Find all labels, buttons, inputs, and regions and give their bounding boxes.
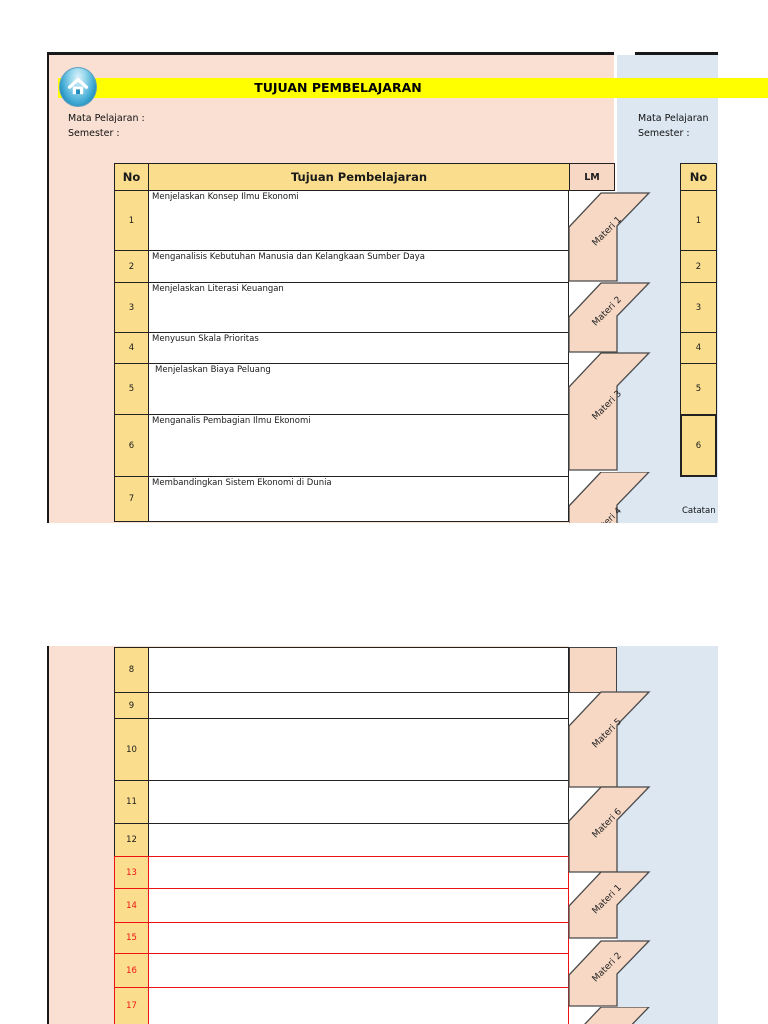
no-cell-red[interactable]: 13	[114, 856, 149, 889]
tujuan-cell[interactable]: Menjelaskan Konsep Ilmu Ekonomi	[148, 190, 569, 251]
tujuan-cell[interactable]: Menyusun Skala Prioritas	[148, 332, 569, 364]
no-cell[interactable]: 12	[114, 823, 149, 857]
title-banner: TUJUAN PEMBELAJARAN	[58, 78, 768, 98]
no-cell[interactable]: 7	[114, 476, 149, 522]
no-cell-right[interactable]: 3	[680, 282, 717, 333]
tujuan-cell-empty-red[interactable]	[148, 856, 569, 889]
materi-ribbon-shape	[568, 871, 651, 939]
no-cell[interactable]: 5	[114, 363, 149, 415]
no-cell[interactable]: 2	[114, 250, 149, 283]
no-cell[interactable]: 6	[114, 414, 149, 477]
home-icon-glyph	[67, 77, 89, 95]
no-cell-right[interactable]: 5	[680, 363, 717, 415]
header-no[interactable]: No	[114, 163, 149, 191]
materi-ribbon-1[interactable]: Materi 1	[568, 192, 651, 282]
semester-label-left: Semester :	[68, 128, 120, 139]
right-page-border-top	[635, 52, 718, 55]
right-page-background-bottom	[617, 646, 718, 1024]
semester-label-right: Semester :	[638, 128, 690, 139]
header-no-right[interactable]: No	[680, 163, 717, 191]
bottom-page-border-left	[47, 646, 49, 1024]
tujuan-cell-empty[interactable]	[148, 647, 569, 693]
no-cell-right[interactable]: 6	[680, 414, 717, 477]
tujuan-cell[interactable]: Menjelaskan Literasi Keuangan	[148, 282, 569, 333]
mata-pelajaran-label-left: Mata Pelajaran :	[68, 113, 145, 124]
page-title: TUJUAN PEMBELAJARAN	[254, 80, 422, 95]
materi-ribbon-4[interactable]: Materi 4	[569, 472, 650, 523]
materi-ribbon-2b[interactable]: Materi 2	[568, 940, 651, 1007]
materi-ribbon-3[interactable]: Materi 3	[568, 352, 651, 471]
catatan-label: Catatan	[682, 506, 716, 516]
materi-ribbon-5[interactable]: Materi 5	[568, 691, 651, 788]
materi-ribbon-6[interactable]: Materi 6	[568, 786, 651, 873]
tujuan-cell[interactable]: Membandingkan Sistem Ekonomi di Dunia	[148, 476, 569, 522]
tujuan-cell-empty-red[interactable]	[148, 888, 569, 923]
tujuan-cell[interactable]: Menganalis Pembagian Ilmu Ekonomi	[148, 414, 569, 477]
tujuan-cell-empty-red[interactable]	[148, 987, 569, 1024]
materi-ribbon-shape	[569, 472, 650, 523]
no-cell-red[interactable]: 14	[114, 888, 149, 923]
no-cell[interactable]: 3	[114, 282, 149, 333]
tujuan-cell-empty[interactable]	[148, 780, 569, 824]
tujuan-cell-empty-red[interactable]	[148, 922, 569, 954]
no-cell[interactable]: 4	[114, 332, 149, 364]
mata-pelajaran-label-right: Mata Pelajaran	[638, 113, 709, 124]
tujuan-cell-empty[interactable]	[148, 718, 569, 781]
no-cell[interactable]: 9	[114, 692, 149, 719]
no-cell-right[interactable]: 1	[680, 190, 717, 251]
no-cell[interactable]: 1	[114, 190, 149, 251]
header-tujuan-pembelajaran[interactable]: Tujuan Pembelajaran	[148, 163, 570, 191]
tujuan-cell-empty-red[interactable]	[148, 953, 569, 988]
header-lm[interactable]: LM	[569, 163, 615, 191]
materi-ribbon-shape	[584, 1007, 650, 1024]
tujuan-cell[interactable]: Menjelaskan Biaya Peluang	[148, 363, 569, 415]
materi-ribbon-tail	[569, 647, 617, 693]
tujuan-cell-empty[interactable]	[148, 823, 569, 857]
materi-ribbon-shape	[568, 940, 651, 1007]
no-cell[interactable]: 11	[114, 780, 149, 824]
materi-ribbon-shape	[568, 786, 651, 873]
home-icon[interactable]	[59, 67, 97, 107]
materi-ribbon-1b[interactable]: Materi 1	[568, 871, 651, 939]
top-page-border-left	[47, 52, 49, 523]
tujuan-cell-empty[interactable]	[148, 692, 569, 719]
no-cell-red[interactable]: 17	[114, 987, 149, 1024]
tujuan-cell[interactable]: Menganalisis Kebutuhan Manusia dan Kelan…	[148, 250, 569, 283]
materi-ribbon-shape	[568, 352, 651, 471]
no-cell-red[interactable]: 16	[114, 953, 149, 988]
no-cell-red[interactable]: 15	[114, 922, 149, 954]
no-cell-right[interactable]: 4	[680, 332, 717, 364]
materi-ribbon-3b[interactable]	[569, 1007, 650, 1024]
materi-ribbon-shape	[568, 282, 651, 353]
materi-ribbon-2[interactable]: Materi 2	[568, 282, 651, 353]
materi-ribbon-shape	[568, 691, 651, 788]
no-cell-right[interactable]: 2	[680, 250, 717, 283]
top-page-border-top	[47, 52, 614, 55]
no-cell[interactable]: 10	[114, 718, 149, 781]
materi-ribbon-shape	[568, 192, 651, 282]
no-cell[interactable]: 8	[114, 647, 149, 693]
